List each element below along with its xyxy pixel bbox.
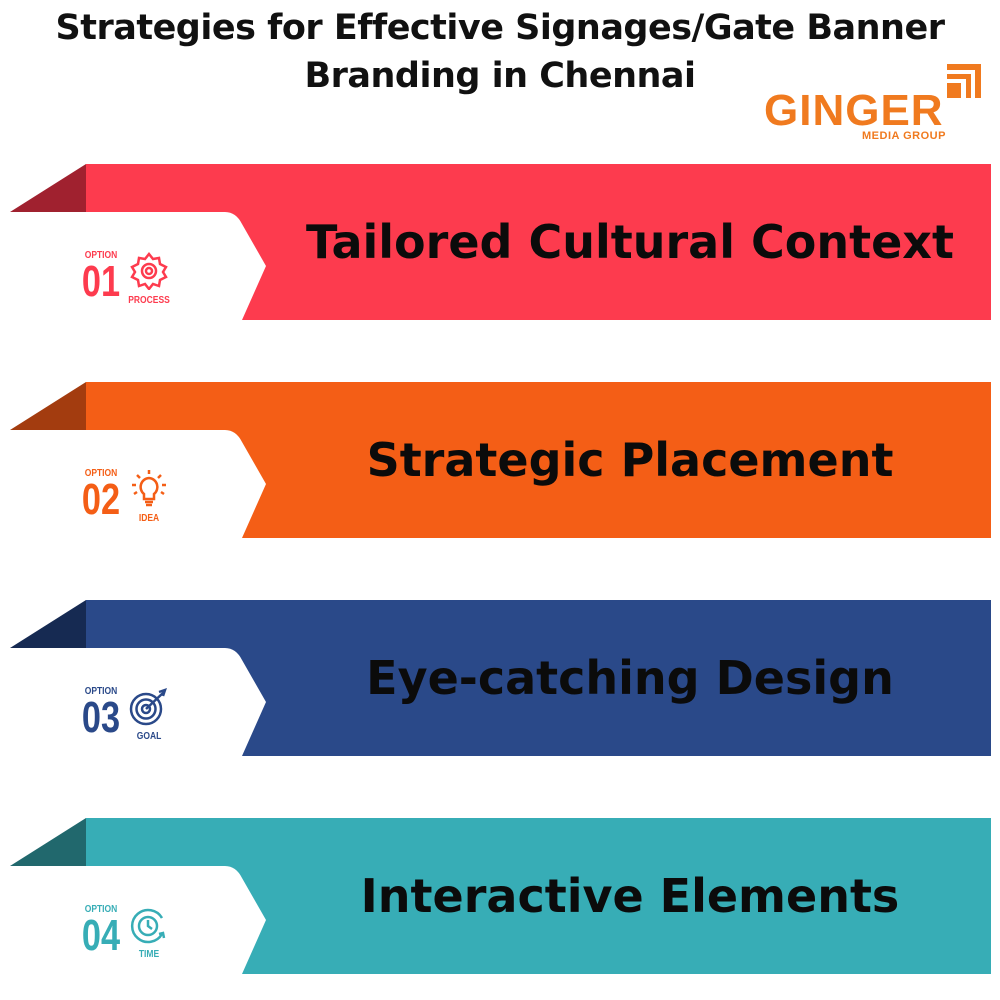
title-line-1: Strategies for Effective Signages/Gate B… — [55, 8, 945, 48]
logo-wordmark: GINGER — [764, 86, 944, 135]
banner-fold-1 — [10, 164, 86, 212]
lightbulb-icon — [132, 470, 166, 507]
icon-caption-3: GOAL — [136, 731, 162, 742]
option-title-3: Eye-catching Design — [366, 651, 894, 705]
option-number-3: OPTION 03 — [81, 686, 121, 742]
option-row-2: Strategic Placement OPTION 02 IDEA — [0, 382, 1000, 542]
banner-fold-4 — [10, 818, 86, 866]
icon-caption-2: IDEA — [138, 513, 160, 524]
banner-fold-3 — [10, 600, 86, 648]
option-title-2: Strategic Placement — [366, 433, 894, 487]
banner-fold-2 — [10, 382, 86, 430]
option-title-1: Tailored Cultural Context — [306, 215, 954, 269]
clock-icon — [130, 908, 166, 944]
option-row-1: Tailored Cultural Context OPTION 01 PROC… — [0, 164, 1000, 324]
option-number-2: OPTION 02 — [81, 468, 121, 524]
target-icon — [129, 688, 167, 726]
option-row-3: Eye-catching Design OPTION 03 GOAL — [0, 600, 1000, 760]
option-number-1: OPTION 01 — [81, 250, 121, 306]
ginger-media-logo: GINGER MEDIA GROUP — [764, 64, 984, 154]
option-number-4: OPTION 04 — [81, 904, 121, 960]
title-line-2: Branding in Chennai — [304, 56, 696, 96]
gear-icon — [130, 252, 168, 290]
option-row-4: Interactive Elements OPTION 04 TIME — [0, 818, 1000, 978]
icon-caption-4: TIME — [138, 949, 160, 960]
logo-subtitle: MEDIA GROUP — [862, 130, 946, 142]
corner-bars-icon — [947, 64, 981, 98]
option-title-4: Interactive Elements — [360, 869, 900, 923]
page-title: Strategies for Effective Signages/Gate B… — [0, 4, 1000, 100]
icon-caption-1: PROCESS — [128, 295, 170, 306]
